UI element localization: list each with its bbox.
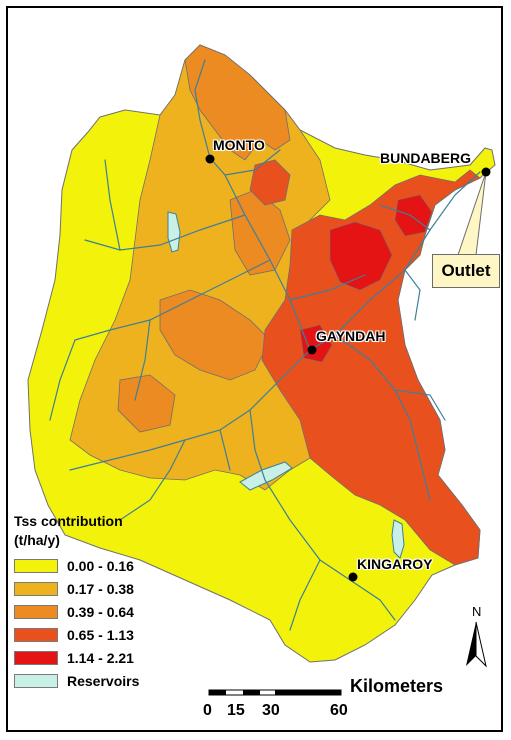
legend-swatch xyxy=(14,673,58,688)
kingaroy-marker xyxy=(348,572,358,582)
legend-item: 0.39 - 0.64 xyxy=(14,600,204,623)
legend-swatch xyxy=(14,650,58,665)
catchment-mid-zone-1 xyxy=(184,44,291,161)
catchment-very-high-zone-1 xyxy=(329,221,393,291)
bundaberg-marker xyxy=(481,167,491,177)
legend-swatch xyxy=(14,581,58,596)
catchment-high-zone xyxy=(261,169,481,566)
legend-label: 0.00 - 0.16 xyxy=(67,557,134,574)
outlet-callout: Outlet xyxy=(432,254,500,288)
reservoir-north xyxy=(167,211,181,253)
legend-item: 0.65 - 1.13 xyxy=(14,623,204,646)
monto-marker xyxy=(205,154,215,164)
scale-tick: 15 xyxy=(227,702,245,719)
gayndah-marker xyxy=(307,345,317,355)
catchment-mid-zone-4 xyxy=(117,374,176,433)
legend-item: 0.17 - 0.38 xyxy=(14,577,204,600)
town-label-kingaroy: KINGAROY xyxy=(357,556,433,572)
legend-label: Reservoirs xyxy=(67,672,140,689)
legend-label: 0.39 - 0.64 xyxy=(67,603,134,620)
stream-network xyxy=(49,59,481,631)
town-label-bundaberg: BUNDABERG xyxy=(380,150,471,166)
legend-label: 0.65 - 1.13 xyxy=(67,626,134,643)
legend-title: Tss contribution xyxy=(14,513,123,529)
legend-swatch xyxy=(14,558,58,573)
legend: Tss contribution (t/ha/y) 0.00 - 0.16 0.… xyxy=(14,512,204,692)
legend-swatch xyxy=(14,627,58,642)
catchment-very-high-zone-2 xyxy=(394,194,433,237)
scale-bar xyxy=(208,689,342,696)
scale-title: Kilometers xyxy=(350,676,444,696)
legend-item: 1.14 - 2.21 xyxy=(14,646,204,669)
scale-tick: 0 xyxy=(203,702,212,719)
catchment-high-zone-north xyxy=(249,159,291,206)
legend-item-reservoirs: Reservoirs xyxy=(14,669,204,692)
legend-label: 1.14 - 2.21 xyxy=(67,649,134,666)
legend-unit: (t/ha/y) xyxy=(14,532,60,548)
scale-tick: 30 xyxy=(262,702,280,719)
legend-item: 0.00 - 0.16 xyxy=(14,554,204,577)
town-label-monto: MONTO xyxy=(213,137,265,153)
north-arrow-icon xyxy=(466,621,487,668)
reservoir-south xyxy=(391,519,405,559)
catchment-mid-zone-2 xyxy=(159,289,271,381)
town-label-gayndah: GAYNDAH xyxy=(316,328,386,344)
legend-label: 0.17 - 0.38 xyxy=(67,580,134,597)
scale-tick: 60 xyxy=(330,702,348,719)
north-label: N xyxy=(472,604,482,619)
legend-swatch xyxy=(14,604,58,619)
